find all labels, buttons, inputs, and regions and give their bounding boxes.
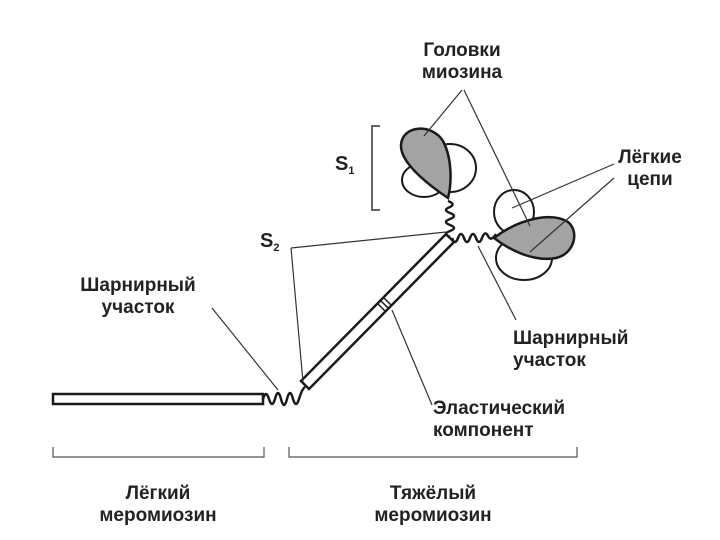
- hinge-right-leader: [477, 245, 517, 321]
- s1-letter: S: [335, 153, 349, 175]
- hinge-left-label-line1: Шарнирный: [80, 275, 196, 296]
- heavy-meromyosin-label: Тяжёлый меромиозин: [374, 483, 491, 527]
- light-chains-label: Лёгкие цепи: [618, 147, 682, 191]
- right-head-body: [491, 216, 576, 261]
- light-meromyosin-bracket: [52, 447, 265, 458]
- light-meromyosin-label: Лёгкий меромиозин: [99, 483, 216, 527]
- top-head-body: [399, 127, 452, 201]
- heads-label: Головки миозина: [422, 40, 502, 84]
- elastic-component-label: Эластический компонент: [433, 398, 565, 442]
- top-myosin-head: [399, 127, 477, 201]
- hinge-right-label-line1: Шарнирный: [513, 328, 629, 349]
- elastic-component-mark: [377, 297, 393, 313]
- light-chains-label-line1: Лёгкие: [618, 147, 682, 168]
- light-meromyosin-label-line1: Лёгкий: [125, 483, 191, 504]
- right-myosin-head: [491, 189, 576, 281]
- light-chains-label-line2: цепи: [627, 169, 673, 190]
- s2-leader-upper: [290, 231, 447, 249]
- elastic-leader: [391, 309, 433, 406]
- heads-label-line2: миозина: [421, 62, 503, 83]
- upper-hinge-coil-top: [444, 199, 456, 239]
- light-meromyosin-label-line2: меромиозин: [99, 505, 217, 526]
- heads-leader-right: [463, 89, 531, 227]
- heavy-meromyosin-label-line2: меромиозин: [374, 505, 492, 526]
- s2-index: 2: [273, 242, 280, 254]
- heavy-meromyosin-label-line1: Тяжёлый: [389, 483, 477, 504]
- lower-hinge-coil: [261, 385, 306, 407]
- s1-index: 1: [348, 165, 355, 177]
- heads-label-line1: Головки: [423, 40, 501, 61]
- light-chains-leader-top: [511, 163, 615, 209]
- upper-hinge-coil-right: [450, 232, 498, 244]
- elastic-label-line2: компонент: [433, 420, 534, 441]
- hinge-left-label: Шарнирный участок: [80, 275, 195, 319]
- hinge-right-label: Шарнирный участок: [513, 328, 628, 372]
- hinge-left-leader: [211, 307, 279, 391]
- light-meromyosin-rod: [51, 392, 265, 406]
- hinge-left-label-line2: участок: [101, 297, 175, 318]
- s1-bracket: [371, 125, 380, 211]
- s1-label: S1: [335, 153, 354, 182]
- s2-letter: S: [260, 230, 274, 252]
- s2-leader-lower: [290, 247, 304, 383]
- hinge-right-label-line2: участок: [513, 350, 586, 371]
- heads-leader-top: [423, 89, 463, 137]
- heavy-meromyosin-bracket: [288, 447, 578, 458]
- leader-lines: [211, 89, 615, 406]
- light-chains-leader-bottom: [529, 177, 615, 253]
- elastic-label-line1: Эластический: [433, 398, 566, 419]
- s2-label: S2: [260, 230, 279, 259]
- heavy-meromyosin-rod: [299, 232, 456, 391]
